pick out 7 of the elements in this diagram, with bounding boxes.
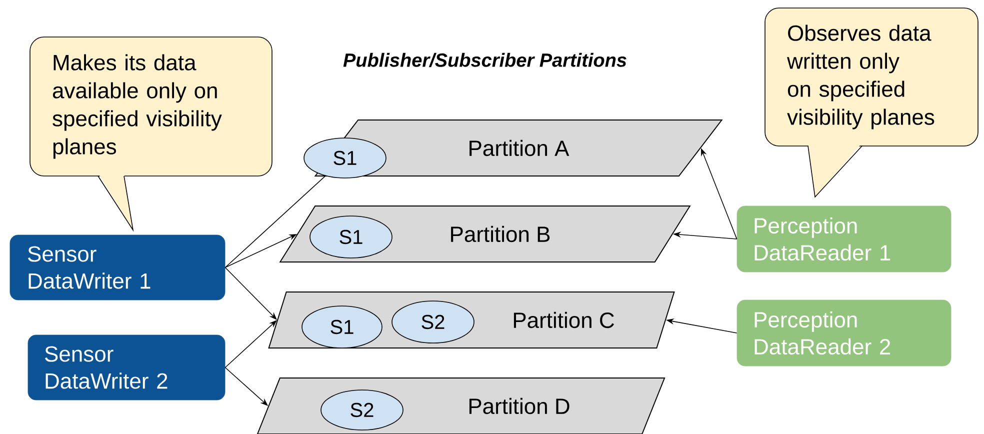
reader-box: Perception DataReader 1 bbox=[736, 206, 952, 272]
speech-bubble: Makes its data available only on specified visibility planes bbox=[30, 36, 272, 232]
reader-box: Perception DataReader 2 bbox=[736, 300, 952, 366]
writer-box: Sensor DataWriter 2 bbox=[28, 334, 226, 400]
writer-box: Sensor DataWriter 1 bbox=[10, 234, 226, 300]
title: Publisher/Subscriber Partitions bbox=[343, 52, 626, 68]
speech-bubble: Observes data written only on specified visibility planes bbox=[764, 8, 978, 198]
